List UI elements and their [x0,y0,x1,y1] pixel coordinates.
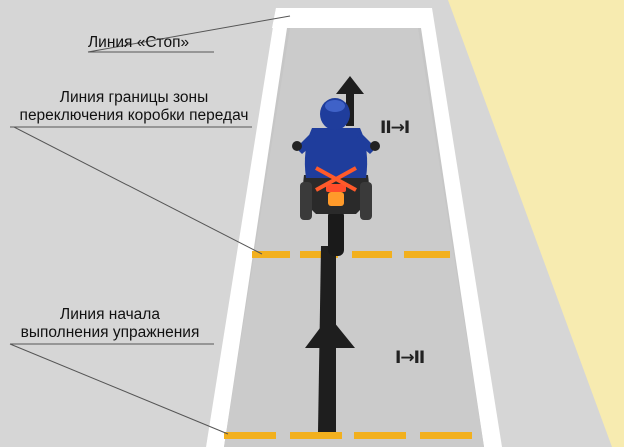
gear-zone-line-label-1: Линия границы зоны [59,89,209,106]
direction-arrow-icon [305,76,364,432]
start-dash-line [224,432,472,439]
start-line-label-1: Линия начала [60,306,160,323]
lane-inner [224,28,484,447]
stop-line-label: Линия «Стоп» [88,34,190,51]
lane-border-left [206,8,290,447]
stop-line [272,8,433,28]
start-line-label-2: выполнения упражнения [20,324,200,341]
gear-zone-dash-line [252,251,450,258]
gear-zone-line-label-2: переключения коробки передач [19,107,249,124]
upshift-mark: II→I [380,118,410,138]
gear-zone-line-label: Линия границы зоны переключения коробки … [8,89,260,125]
lane-border-right [418,8,502,447]
motorcycle-rider-icon [292,98,380,256]
downshift-mark: I→II [395,348,425,368]
leader-lines [9,15,291,435]
start-line-label: Линия начала выполнения упражнения [6,306,214,342]
roadside-sand [448,0,624,447]
